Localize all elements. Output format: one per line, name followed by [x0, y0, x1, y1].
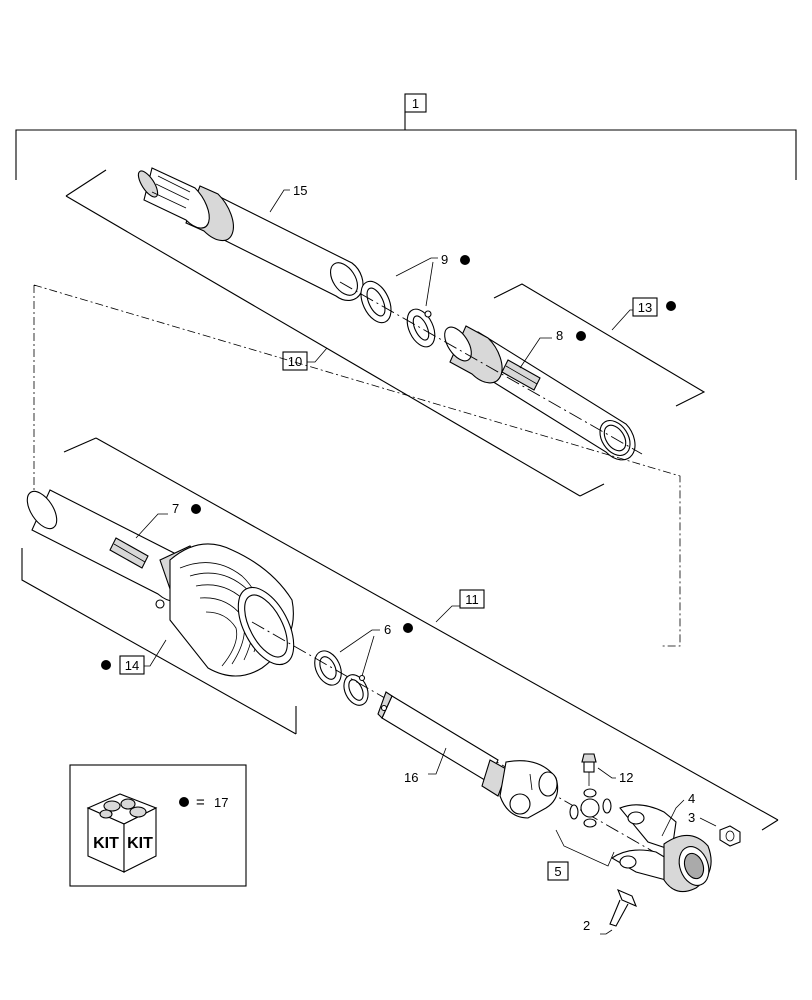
callout-1[interactable]: 1	[404, 93, 427, 113]
kit-marker-legend	[179, 797, 189, 807]
grease-fitting-12[interactable]	[581, 753, 597, 786]
callout-8[interactable]: 8	[519, 328, 586, 369]
assembly-bracket	[15, 112, 797, 180]
svg-text:14: 14	[125, 658, 139, 673]
yoke-4[interactable]	[610, 804, 714, 893]
svg-text:16: 16	[404, 770, 418, 785]
kit-marker-6	[403, 623, 413, 633]
kit-marker-7	[191, 504, 201, 514]
callout-2[interactable]: 2	[583, 918, 613, 935]
protective-boot[interactable]	[155, 543, 305, 677]
group-13-outline	[493, 283, 706, 407]
snap-ring-6a[interactable]	[310, 647, 347, 690]
svg-text:5: 5	[554, 864, 561, 879]
svg-text:3: 3	[688, 810, 695, 825]
snap-ring-9a[interactable]	[355, 277, 397, 328]
kit-box-icon: KIT KIT	[86, 793, 158, 873]
callout-11[interactable]: 11	[435, 589, 485, 623]
svg-text:6: 6	[384, 622, 391, 637]
kit-marker-8	[576, 331, 586, 341]
nut-3[interactable]	[719, 825, 741, 847]
kit-legend: KIT KIT = 17	[69, 764, 247, 887]
callout-6[interactable]: 6	[339, 622, 413, 677]
svg-text:9: 9	[441, 252, 448, 267]
svg-text:8: 8	[556, 328, 563, 343]
callout-10[interactable]: 10	[282, 347, 328, 371]
svg-text:13: 13	[638, 300, 652, 315]
svg-text:11: 11	[465, 592, 479, 607]
svg-text:KIT: KIT	[93, 835, 119, 852]
lower-axis	[251, 621, 669, 861]
callout-15[interactable]: 15	[269, 183, 307, 213]
svg-text:15: 15	[293, 183, 307, 198]
upper-axis	[339, 281, 643, 455]
outer-tube-7[interactable]	[21, 486, 192, 603]
svg-text:2: 2	[583, 918, 590, 933]
kit-marker-9	[460, 255, 470, 265]
kit-marker-13	[666, 301, 676, 311]
callout-12[interactable]: 12	[597, 767, 633, 785]
callout-16[interactable]: 16	[404, 747, 447, 785]
callout-14[interactable]: 14	[101, 639, 167, 675]
inner-profile-16[interactable]	[377, 691, 559, 819]
group-14-outline	[21, 548, 297, 735]
svg-text:4: 4	[688, 791, 695, 806]
kit-marker-14	[101, 660, 111, 670]
callout-4[interactable]: 4	[661, 791, 695, 837]
svg-text:17: 17	[214, 795, 228, 810]
bolt-2[interactable]	[609, 888, 638, 927]
cross-journal[interactable]	[569, 788, 612, 828]
snap-ring-9b[interactable]	[402, 305, 441, 351]
group-11-outline	[63, 437, 779, 831]
svg-text:7: 7	[172, 501, 179, 516]
svg-text:12: 12	[619, 770, 633, 785]
callout-3[interactable]: 3	[688, 810, 717, 827]
callout-13[interactable]: 13	[611, 297, 676, 331]
callout-9[interactable]: 9	[395, 252, 470, 307]
callout-7[interactable]: 7	[135, 501, 201, 539]
group-10-outline	[65, 169, 605, 497]
svg-text:1: 1	[412, 96, 419, 111]
svg-text:10: 10	[288, 354, 302, 369]
svg-text:=: =	[196, 794, 205, 811]
snap-ring-6b[interactable]	[339, 671, 372, 709]
callout-5[interactable]: 5	[547, 829, 615, 881]
svg-text:KIT: KIT	[127, 835, 153, 852]
inner-tube-15[interactable]	[135, 167, 364, 301]
phantom-connector	[33, 284, 681, 647]
outer-tube-8[interactable]	[439, 323, 636, 461]
